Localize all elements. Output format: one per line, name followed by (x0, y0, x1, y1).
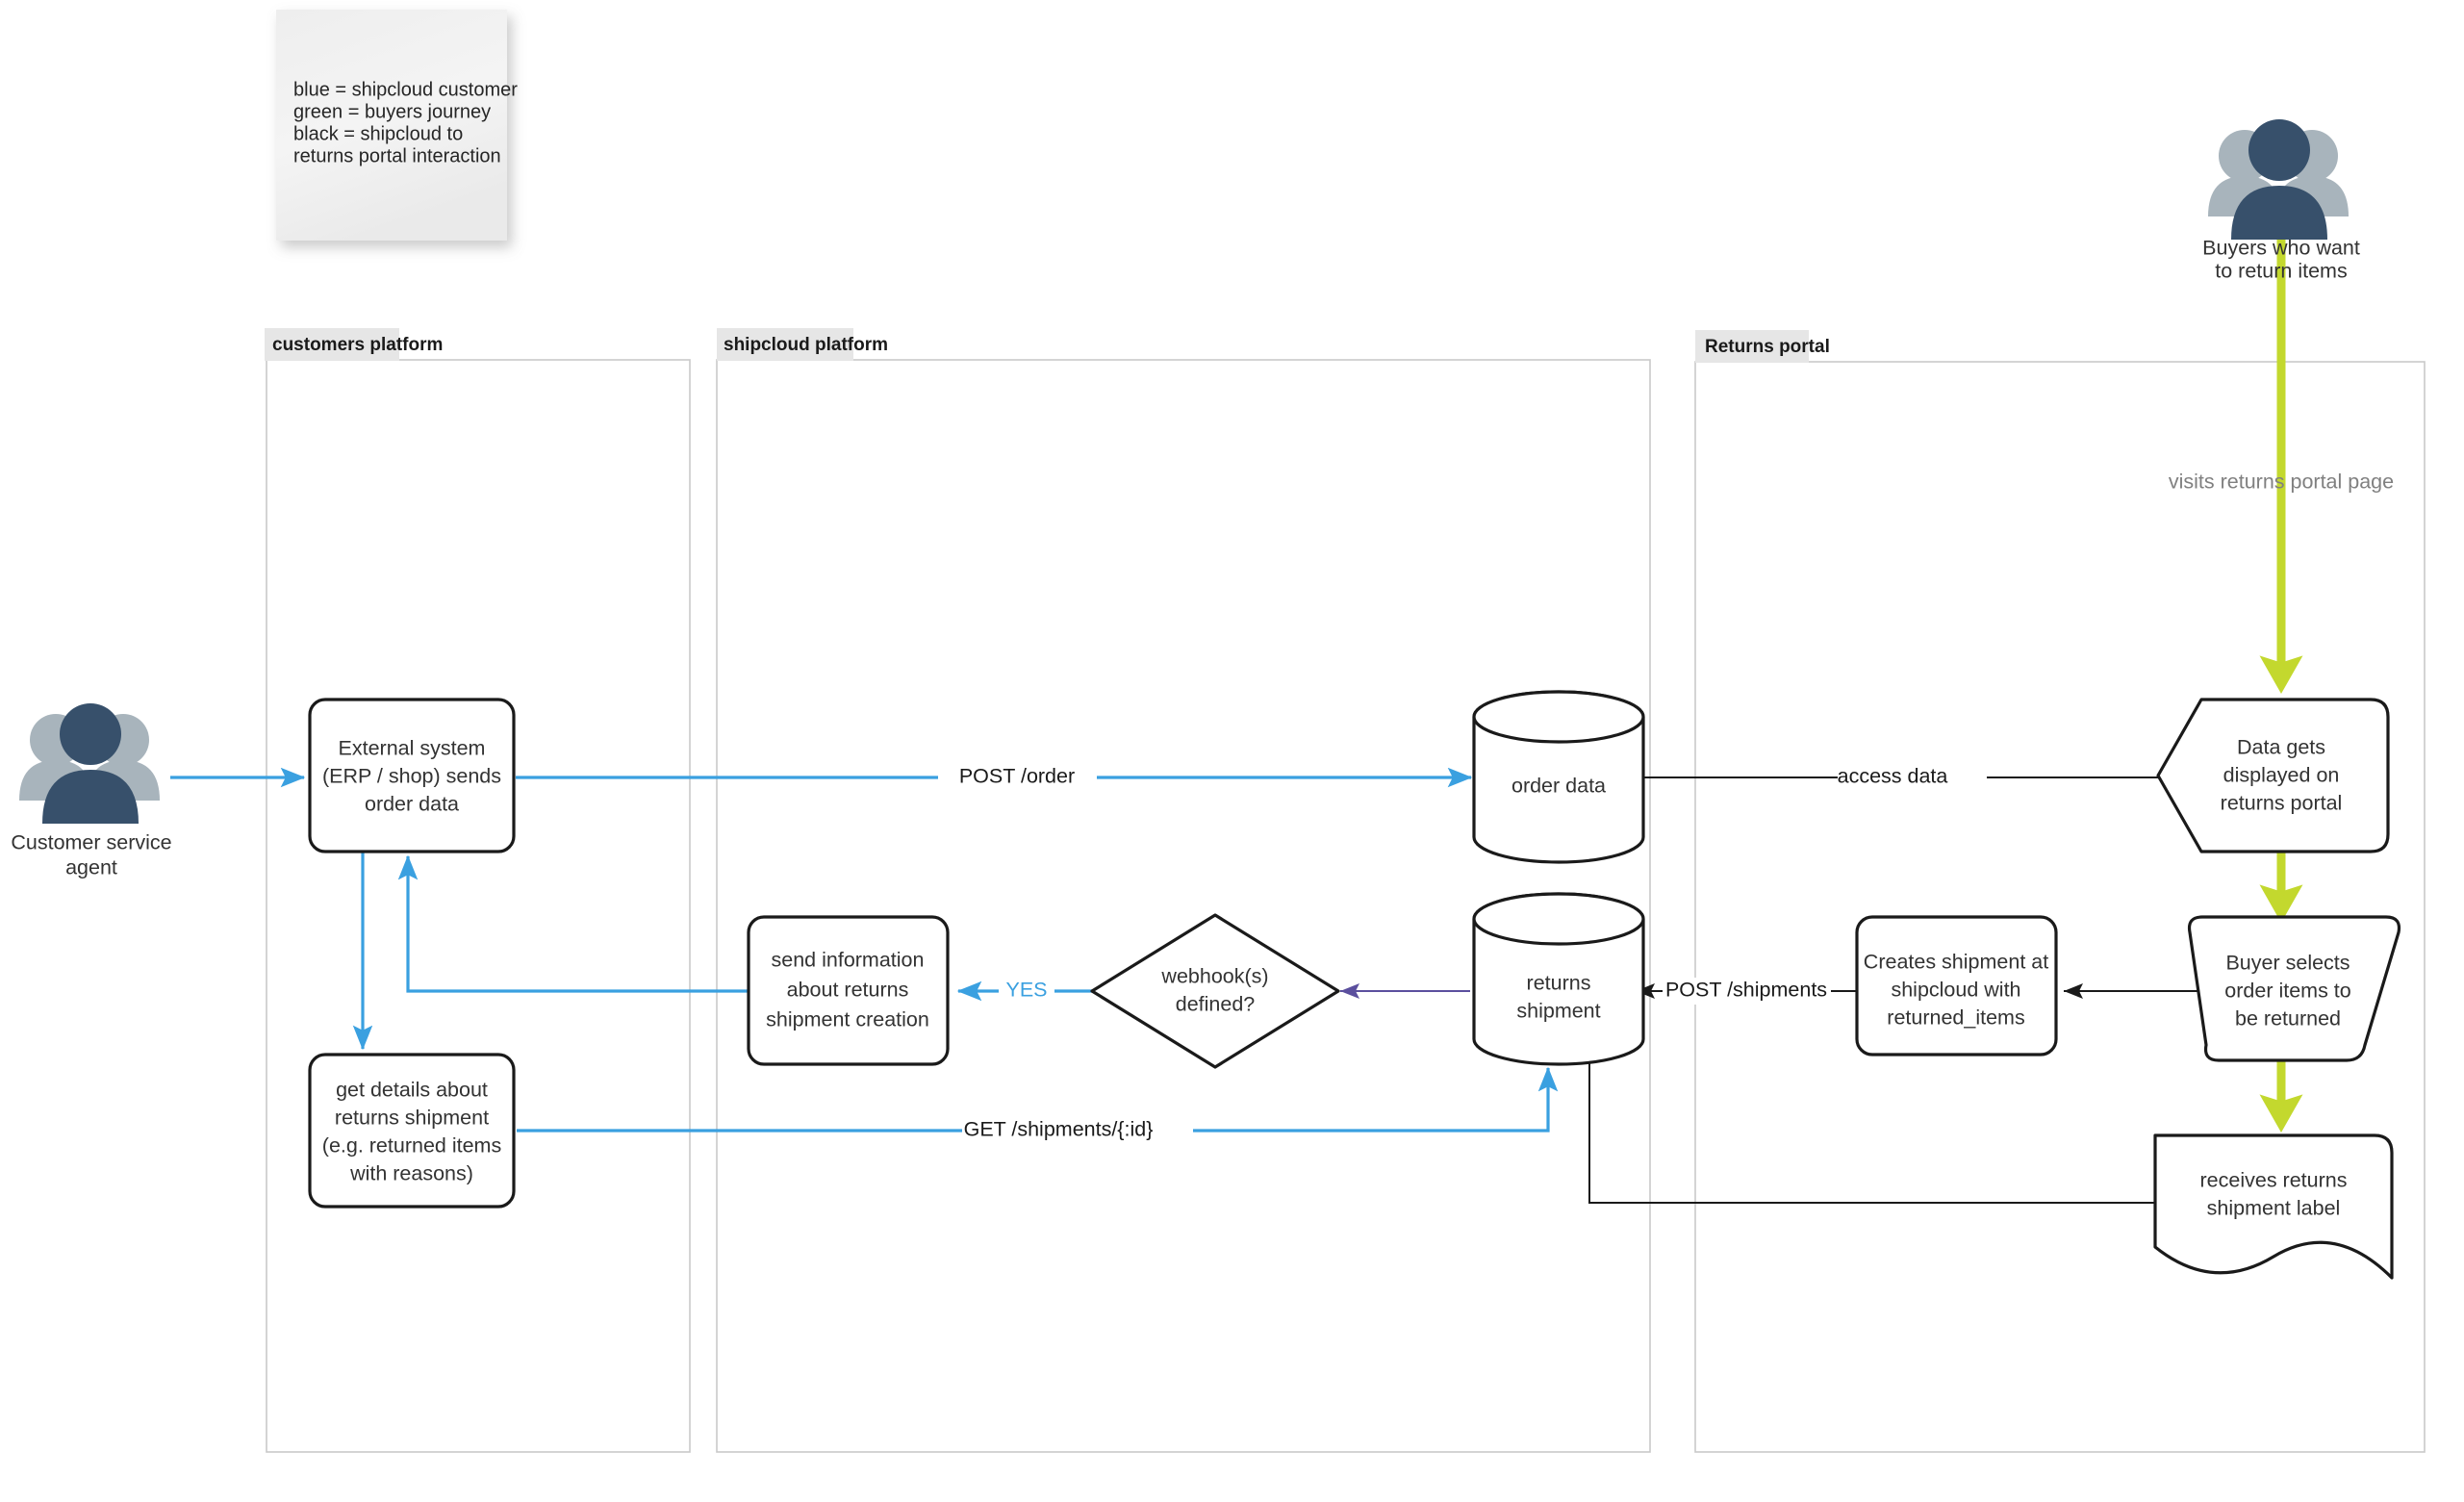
lane-label-shipcloud: shipcloud platform (724, 335, 888, 355)
edge-label-get-shipments: GET /shipments/{:id} (964, 1118, 1154, 1141)
node-get-details-line-2: (e.g. returned items (322, 1134, 501, 1158)
node-data-displayed-line-0: Data gets (2237, 736, 2325, 759)
node-returns-shipment-line-0: returns (1527, 972, 1591, 995)
people-icon (19, 703, 160, 824)
edge-creates-shipment-to-returns-shipment: POST /shipments (1636, 978, 1857, 1005)
node-data-displayed-line-2: returns portal (2221, 792, 2343, 815)
node-get-details[interactable]: get details about returns shipment (e.g.… (308, 1053, 516, 1209)
node-buyer-selects-line-0: Buyer selects (2225, 952, 2350, 975)
node-send-information[interactable]: send information about returns shipment … (747, 915, 950, 1066)
lane-shipcloud-platform: shipcloud platform (716, 328, 1651, 1453)
node-send-information-line-2: shipment creation (766, 1008, 929, 1031)
lane-label-returns: Returns portal (1705, 337, 1830, 357)
node-creates-shipment-line-0: Creates shipment at (1864, 951, 2048, 974)
node-creates-shipment-line-2: returned_items (1887, 1006, 2024, 1030)
node-buyer-selects-line-1: order items to (2224, 980, 2350, 1003)
actor-buyers-line-0: Buyers who want (2202, 237, 2360, 260)
node-returns-shipment-line-1: shipment (1516, 1000, 1600, 1023)
node-returns-shipment[interactable]: returns shipment (1472, 892, 1645, 1066)
edge-returns-shipment-to-receives-label (1588, 1051, 2174, 1210)
legend-note: blue = shipcloud customer green = buyers… (276, 10, 518, 241)
node-data-displayed-line-1: displayed on (2223, 764, 2340, 787)
node-buyer-selects-line-2: be returned (2235, 1007, 2341, 1031)
node-creates-shipment-line-1: shipcloud with (1891, 979, 2020, 1002)
node-receives-label[interactable]: receives returns shipment label (2153, 1133, 2394, 1280)
actor-customer-service-agent[interactable]: Customer service agent (11, 703, 172, 879)
node-get-details-line-1: returns shipment (335, 1107, 489, 1130)
lane-returns-portal: Returns portal (1694, 330, 2426, 1453)
node-order-data-line-0: order data (1511, 775, 1606, 798)
node-external-system-line-0: External system (339, 737, 486, 760)
node-data-displayed[interactable]: Data gets displayed on returns portal (2156, 698, 2390, 853)
node-webhooks-line-0: webhook(s) (1160, 965, 1268, 988)
people-icon (2208, 119, 2349, 240)
edge-label-yes: YES (1005, 979, 1047, 1002)
node-receives-label-line-1: shipment label (2207, 1197, 2341, 1220)
edge-label-post-shipments: POST /shipments (1665, 979, 1827, 1002)
node-get-details-line-3: with reasons) (349, 1162, 473, 1185)
edge-webhooks-to-send-information: YES (956, 977, 1097, 1004)
edge-label-post-order: POST /order (959, 765, 1075, 788)
legend-line-2: black = shipcloud to (293, 123, 463, 144)
actor-agent-line-0: Customer service (11, 831, 171, 854)
node-external-system-line-1: (ERP / shop) sends (322, 765, 501, 788)
node-external-system-line-2: order data (365, 793, 459, 816)
edge-label-visits-portal: visits returns portal page (2169, 471, 2394, 494)
node-receives-label-line-0: receives returns (2200, 1169, 2348, 1192)
edge-order-data-to-data-displayed: access data (1628, 763, 2197, 790)
edge-buyers-to-data-displayed: visits returns portal page (2169, 219, 2394, 694)
node-send-information-line-1: about returns (787, 979, 909, 1002)
node-buyer-selects[interactable]: Buyer selects order items to be returned (2187, 915, 2401, 1062)
legend-line-1: green = buyers journey (293, 101, 491, 122)
node-order-data[interactable]: order data (1472, 690, 1645, 864)
actor-agent-line-1: agent (65, 856, 117, 879)
node-webhooks-line-1: defined? (1176, 993, 1256, 1016)
edge-label-access-data: access data (1838, 765, 1948, 788)
lane-customers-platform: customers platform (265, 328, 691, 1453)
legend-line-3: returns portal interaction (293, 145, 501, 166)
node-webhooks-defined[interactable]: webhook(s) defined? (1090, 913, 1340, 1069)
actor-buyers[interactable]: Buyers who want to return items (2202, 119, 2360, 283)
node-creates-shipment[interactable]: Creates shipment at shipcloud with retur… (1855, 915, 2058, 1056)
edge-get-details-to-returns-shipment: GET /shipments/{:id} (517, 1066, 1559, 1143)
node-send-information-line-0: send information (772, 949, 925, 972)
node-external-system[interactable]: External system (ERP / shop) sends order… (308, 698, 516, 853)
lane-label-customers: customers platform (272, 335, 443, 355)
actor-buyers-line-1: to return items (2215, 260, 2347, 283)
edge-external-system-to-order-data: POST /order (516, 762, 1473, 791)
legend-line-0: blue = shipcloud customer (293, 79, 518, 100)
edge-send-information-to-external-system (397, 854, 749, 993)
node-get-details-line-0: get details about (336, 1079, 488, 1102)
